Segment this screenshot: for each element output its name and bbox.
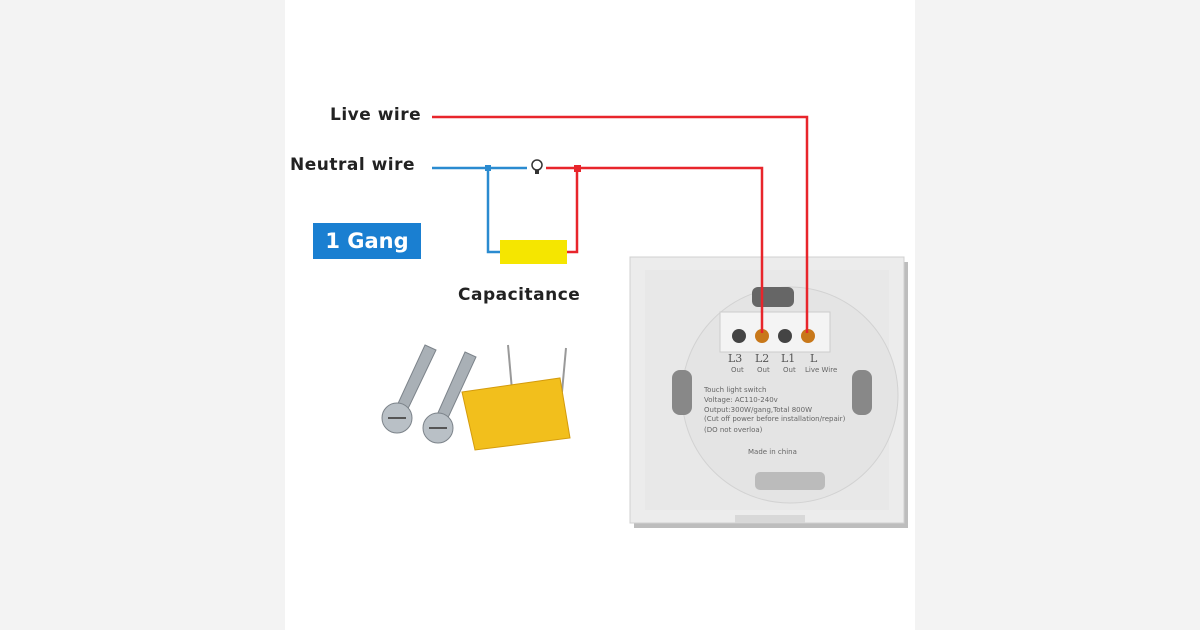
terminal-l-sub: Live Wire xyxy=(805,366,838,374)
junction-neutral xyxy=(485,165,491,171)
spec-line: Output:300W/gang,Total 800W xyxy=(704,406,813,414)
terminal-l: L xyxy=(810,352,818,365)
capacitor-symbol xyxy=(500,240,567,264)
terminal-l3: L3 xyxy=(728,352,743,365)
neutral-branch-line xyxy=(486,168,500,254)
screw-icon xyxy=(381,344,437,434)
screw-icon xyxy=(422,351,477,444)
junction-live xyxy=(574,165,581,172)
spec-line: Voltage: AC110-240v xyxy=(704,396,778,404)
capacitor-red-line xyxy=(567,168,579,254)
bulb-icon xyxy=(531,159,543,174)
switch-plate xyxy=(629,256,908,528)
terminal-l3-sub: Out xyxy=(731,366,744,374)
capacitance-label: Capacitance xyxy=(458,285,581,305)
live-wire-line xyxy=(432,115,809,333)
load-wire-line xyxy=(546,166,764,333)
terminals xyxy=(732,329,815,343)
terminal-l1: L1 xyxy=(781,352,796,365)
spec-line: Touch light switch xyxy=(704,386,767,394)
live-wire-label: Live wire xyxy=(330,105,422,125)
made-in-text: Made in china xyxy=(748,448,797,456)
spec-line: (Cut off power before installation/repai… xyxy=(704,415,846,423)
neutral-wire-label: Neutral wire xyxy=(290,155,416,175)
terminal-l2-sub: Out xyxy=(757,366,770,374)
terminal-l2: L2 xyxy=(755,352,770,365)
spec-line: (DO not overloa) xyxy=(704,426,763,434)
terminal-l1-sub: Out xyxy=(783,366,796,374)
gang-badge: 1 Gang xyxy=(313,223,421,259)
capacitor-component xyxy=(461,344,571,451)
